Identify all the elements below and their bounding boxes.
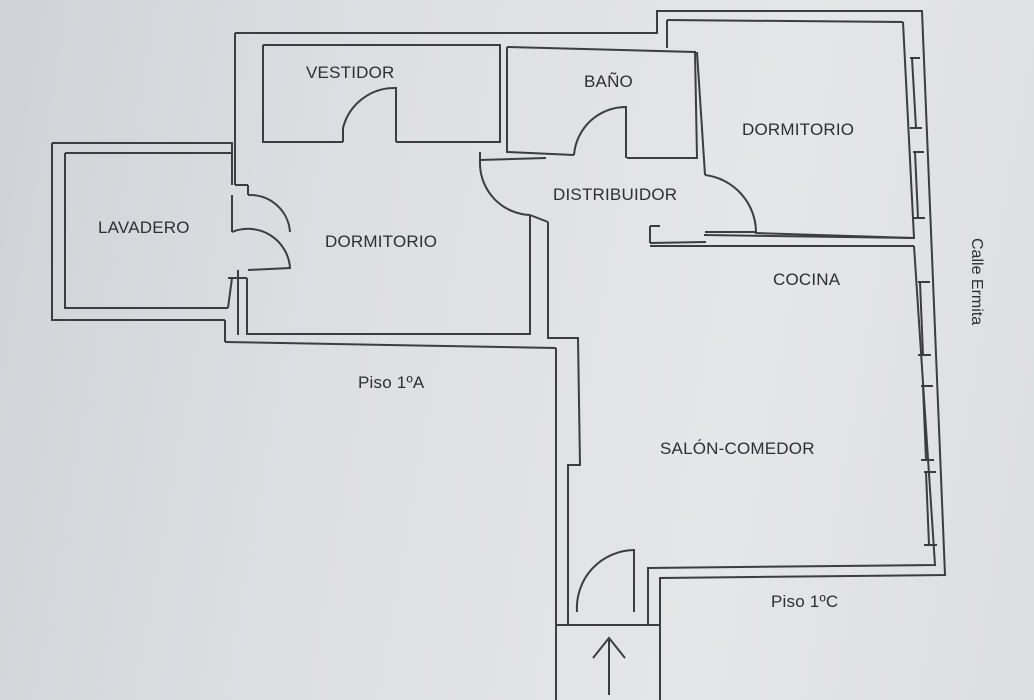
bano-walls [506, 46, 699, 159]
room-label-bano: BAÑO [584, 72, 633, 91]
lavadero-walls [52, 142, 233, 185]
room-label-cocina: COCINA [773, 270, 841, 289]
outer-wall-outline [235, 10, 947, 700]
corridor-left-walls [246, 215, 531, 335]
vestidor-inner [262, 45, 343, 143]
street-label: Calle Ermita [968, 238, 985, 326]
entry-arrow-icon [592, 636, 626, 695]
salon-walls [647, 245, 937, 612]
room-label-dormitorio-left: DORMITORIO [325, 232, 438, 251]
door-swings [231, 86, 758, 613]
room-label-lavadero: LAVADERO [98, 218, 190, 237]
windows-right-wall [910, 57, 937, 546]
room-label-salon-comedor: SALÓN-COMEDOR [660, 439, 815, 458]
room-label-dormitorio-right: DORMITORIO [742, 120, 855, 139]
outer-wall-inner [263, 44, 501, 143]
room-label-vestidor: VESTIDOR [306, 63, 395, 82]
neighbor-label-piso-1a: Piso 1ºA [358, 373, 425, 392]
neighbor-label-piso-1c: Piso 1ºC [771, 592, 839, 611]
room-label-distribuidor: DISTRIBUIDOR [553, 185, 678, 204]
